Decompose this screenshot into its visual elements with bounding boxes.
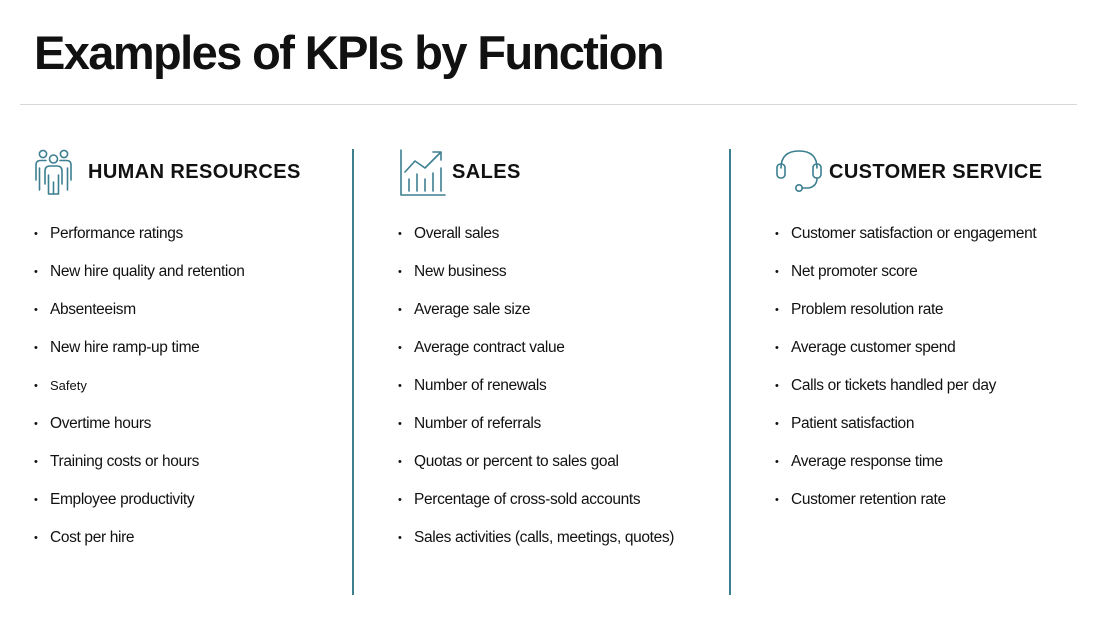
kpi-item: Average contract value: [398, 338, 674, 376]
kpi-item: Performance ratings: [34, 224, 245, 262]
page-title: Examples of KPIs by Function: [34, 26, 665, 79]
kpi-list: Customer satisfaction or engagement Net …: [775, 224, 1037, 528]
kpi-item: Net promoter score: [775, 262, 1036, 300]
kpi-list: Overall sales New business Average sale …: [398, 224, 674, 566]
kpi-item: Average response time: [775, 452, 1036, 490]
kpi-item: Patient satisfaction: [775, 414, 1036, 452]
kpi-item: New business: [398, 262, 674, 300]
kpi-item: Overall sales: [398, 224, 674, 262]
headset-icon: [775, 146, 823, 198]
kpi-item: Absenteeism: [34, 300, 245, 338]
column-title: CUSTOMER SERVICE: [829, 160, 1043, 183]
kpi-item: New hire quality and retention: [34, 262, 245, 300]
column-sales: SALES Overall sales New business Average…: [398, 146, 674, 548]
kpi-list: Performance ratings New hire quality and…: [34, 224, 245, 566]
kpi-item: Quotas or percent to sales goal: [398, 452, 674, 490]
column-title: HUMAN RESOURCES: [88, 160, 301, 183]
kpi-item: Safety: [34, 376, 245, 414]
column-title: SALES: [452, 160, 521, 183]
kpi-item: Cost per hire: [34, 528, 245, 566]
kpi-item: Average sale size: [398, 300, 674, 338]
kpi-item: Average customer spend: [775, 338, 1036, 376]
column-header: HUMAN RESOURCES: [34, 146, 301, 198]
kpi-item: Problem resolution rate: [775, 300, 1036, 338]
column-human-resources: HUMAN RESOURCES Performance ratings New …: [34, 146, 301, 548]
kpi-item: Sales activities (calls, meetings, quote…: [398, 528, 674, 566]
people-group-icon: [34, 146, 82, 198]
kpi-item: Number of renewals: [398, 376, 674, 414]
kpi-item: Employee productivity: [34, 490, 245, 528]
kpi-item: Customer satisfaction or engagement: [775, 224, 1037, 262]
column-divider: [729, 149, 731, 595]
kpi-item: Overtime hours: [34, 414, 245, 452]
kpi-item: Number of referrals: [398, 414, 674, 452]
kpi-item: Percentage of cross-sold accounts: [398, 490, 674, 528]
column-divider: [352, 149, 354, 595]
kpi-item: Customer retention rate: [775, 490, 1036, 528]
kpi-item: Training costs or hours: [34, 452, 245, 490]
title-divider: [20, 104, 1077, 105]
kpi-item: Calls or tickets handled per day: [775, 376, 1036, 414]
column-header: CUSTOMER SERVICE: [775, 146, 1042, 198]
column-customer-service: CUSTOMER SERVICE Customer satisfaction o…: [775, 146, 1042, 510]
column-header: SALES: [398, 146, 521, 198]
growth-chart-icon: [398, 146, 446, 198]
kpi-item: New hire ramp-up time: [34, 338, 245, 376]
